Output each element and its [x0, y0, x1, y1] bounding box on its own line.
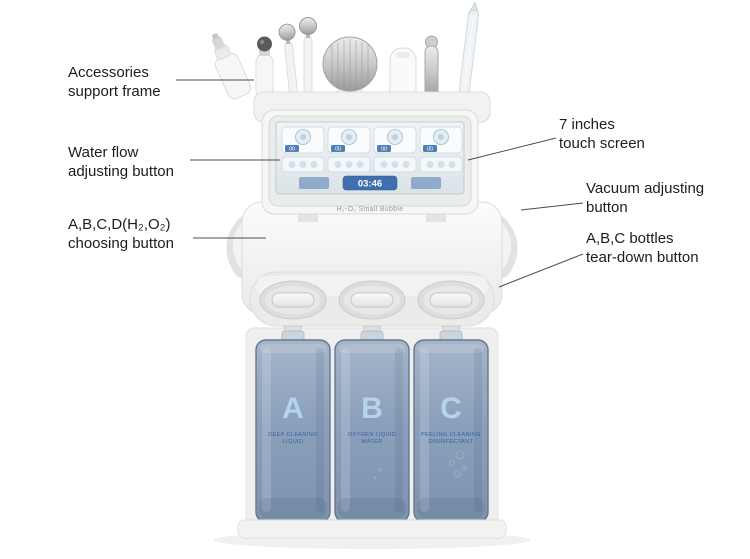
- counter-badge: [377, 145, 391, 152]
- screen-bottom-chip: [411, 177, 441, 189]
- screen-hinge: [298, 214, 318, 222]
- ultrasound-dome-handpiece: [322, 36, 378, 113]
- control-knob-a: [271, 292, 315, 308]
- spray-bottle-accessory: [211, 32, 252, 100]
- touch-screen: 00 00 00 00: [261, 109, 479, 215]
- microcurrent-ball-wand: [278, 23, 298, 95]
- screen-hinge: [426, 214, 446, 222]
- bottle-label-line1: OXYGEN LIQUID: [348, 432, 397, 438]
- microcurrent-ball-wand: [299, 17, 317, 95]
- label-touch-screen: 7 inches touch screen: [559, 116, 645, 152]
- glass-suction-pen: [458, 1, 480, 95]
- pointer-line-touch-screen: [467, 137, 557, 161]
- screen-tile: 00: [281, 126, 325, 154]
- bottle-letter: B: [361, 392, 383, 425]
- screen-caption: H₂-O₂ Small Bubble: [337, 206, 404, 213]
- label-accessories-support-frame: Accessories support frame: [68, 64, 161, 100]
- screen-tile: 00: [373, 126, 417, 154]
- label-abcd-choosing-button: A,B,C,D(H₂,O₂) choosing button: [68, 216, 174, 252]
- control-knob-c: [429, 292, 473, 308]
- bottle-letter: C: [440, 392, 462, 425]
- bottle-a: A DEEP CLEANING LIQUID: [255, 339, 331, 523]
- counter-value: 00: [335, 147, 341, 153]
- pointer-lines: [176, 79, 584, 288]
- knob-recess-a: [259, 280, 327, 320]
- silver-handpiece: [424, 35, 439, 99]
- bottle-label-line2: DISINFECTANT: [429, 439, 474, 445]
- bottle-label-line2: LIQUID: [283, 439, 304, 445]
- bottle-b: B OXYGEN LIQUID WATER: [334, 339, 410, 523]
- counter-value: 00: [427, 147, 433, 153]
- screen-bottom-chip: [299, 177, 329, 189]
- counter-value: 00: [289, 147, 295, 153]
- machine-base: [237, 519, 507, 539]
- knob-recess-c: [417, 280, 485, 320]
- counter-badge: [285, 145, 299, 152]
- screen-tile-row2: [281, 156, 463, 173]
- label-water-flow-button: Water flow adjusting button: [68, 144, 174, 180]
- bottle-label-line1: DEEP CLEANING: [268, 432, 318, 438]
- bubble-marks: [449, 450, 467, 478]
- counter-value: 00: [381, 147, 387, 153]
- knob-recess-b: [338, 280, 406, 320]
- control-panel: [249, 271, 495, 327]
- bottle-label-line1: PEELING CLEANING: [421, 432, 481, 438]
- label-tear-down-button: A,B,C bottles tear-down button: [586, 230, 699, 266]
- dark-tip-handpiece: [255, 36, 274, 99]
- pointer-line-tear-down: [498, 253, 584, 288]
- label-vacuum-button: Vacuum adjusting button: [586, 180, 705, 216]
- time-value: 03:46: [358, 179, 382, 190]
- control-knob-b: [350, 292, 394, 308]
- bottle-c: C PEELING CLEANING DISINFECTANT: [413, 339, 489, 523]
- time-display: 03:46: [342, 175, 398, 191]
- screen-tile: 00: [419, 126, 463, 154]
- bottle-label-line2: WATER: [361, 439, 382, 445]
- screen-tile: 00: [327, 126, 371, 154]
- counter-badge: [423, 145, 437, 152]
- bottle-letter: A: [282, 392, 304, 425]
- accessories-rack: [211, 1, 491, 123]
- counter-badge: [331, 145, 345, 152]
- pointer-line-vacuum: [520, 202, 584, 211]
